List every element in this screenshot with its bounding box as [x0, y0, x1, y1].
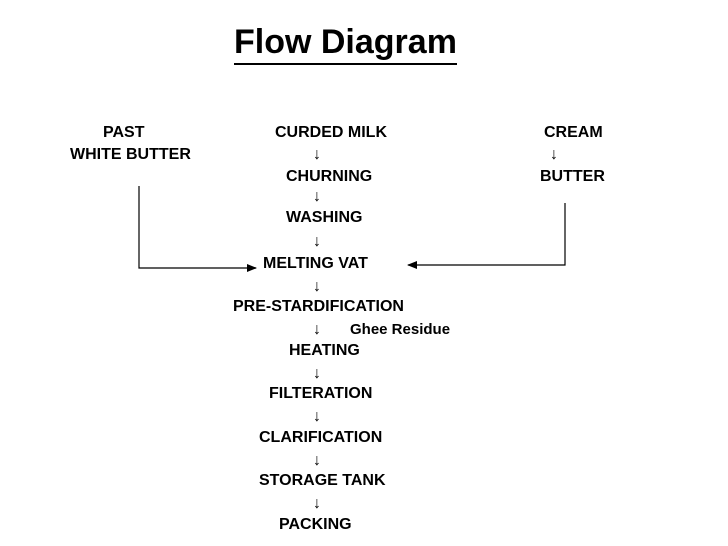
node-storage-tank: STORAGE TANK [259, 472, 386, 489]
node-filtration: FILTERATION [269, 385, 373, 402]
butter-to-melting-vat-connector [407, 203, 566, 269]
arrow-4: ↓ [313, 278, 321, 295]
node-past: PAST [103, 124, 145, 141]
node-clarification: CLARIFICATION [259, 429, 383, 446]
node-heating: HEATING [289, 342, 360, 359]
arrow-9: ↓ [313, 495, 321, 512]
node-cream: CREAM [544, 124, 603, 141]
node-curded-milk: CURDED MILK [275, 124, 387, 141]
node-white-butter: WHITE BUTTER [70, 146, 191, 163]
white-butter-to-melting-vat-connector [138, 186, 257, 272]
arrow-8: ↓ [313, 452, 321, 469]
arrow-1: ↓ [313, 146, 321, 163]
arrow-cream-butter: ↓ [550, 146, 558, 163]
arrow-7: ↓ [313, 408, 321, 425]
arrow-5: ↓ [313, 321, 321, 338]
node-washing: WASHING [286, 209, 363, 226]
arrow-6: ↓ [313, 365, 321, 382]
node-pre-standardification: PRE-STARDIFICATION [233, 298, 404, 315]
node-melting-vat: MELTING VAT [263, 255, 368, 272]
node-ghee-residue: Ghee Residue [350, 321, 451, 338]
node-butter: BUTTER [540, 168, 605, 185]
node-churning: CHURNING [286, 168, 373, 185]
page-title: Flow Diagram [234, 22, 457, 65]
node-packing: PACKING [279, 516, 352, 533]
arrow-3: ↓ [313, 233, 321, 250]
arrow-2: ↓ [313, 188, 321, 205]
